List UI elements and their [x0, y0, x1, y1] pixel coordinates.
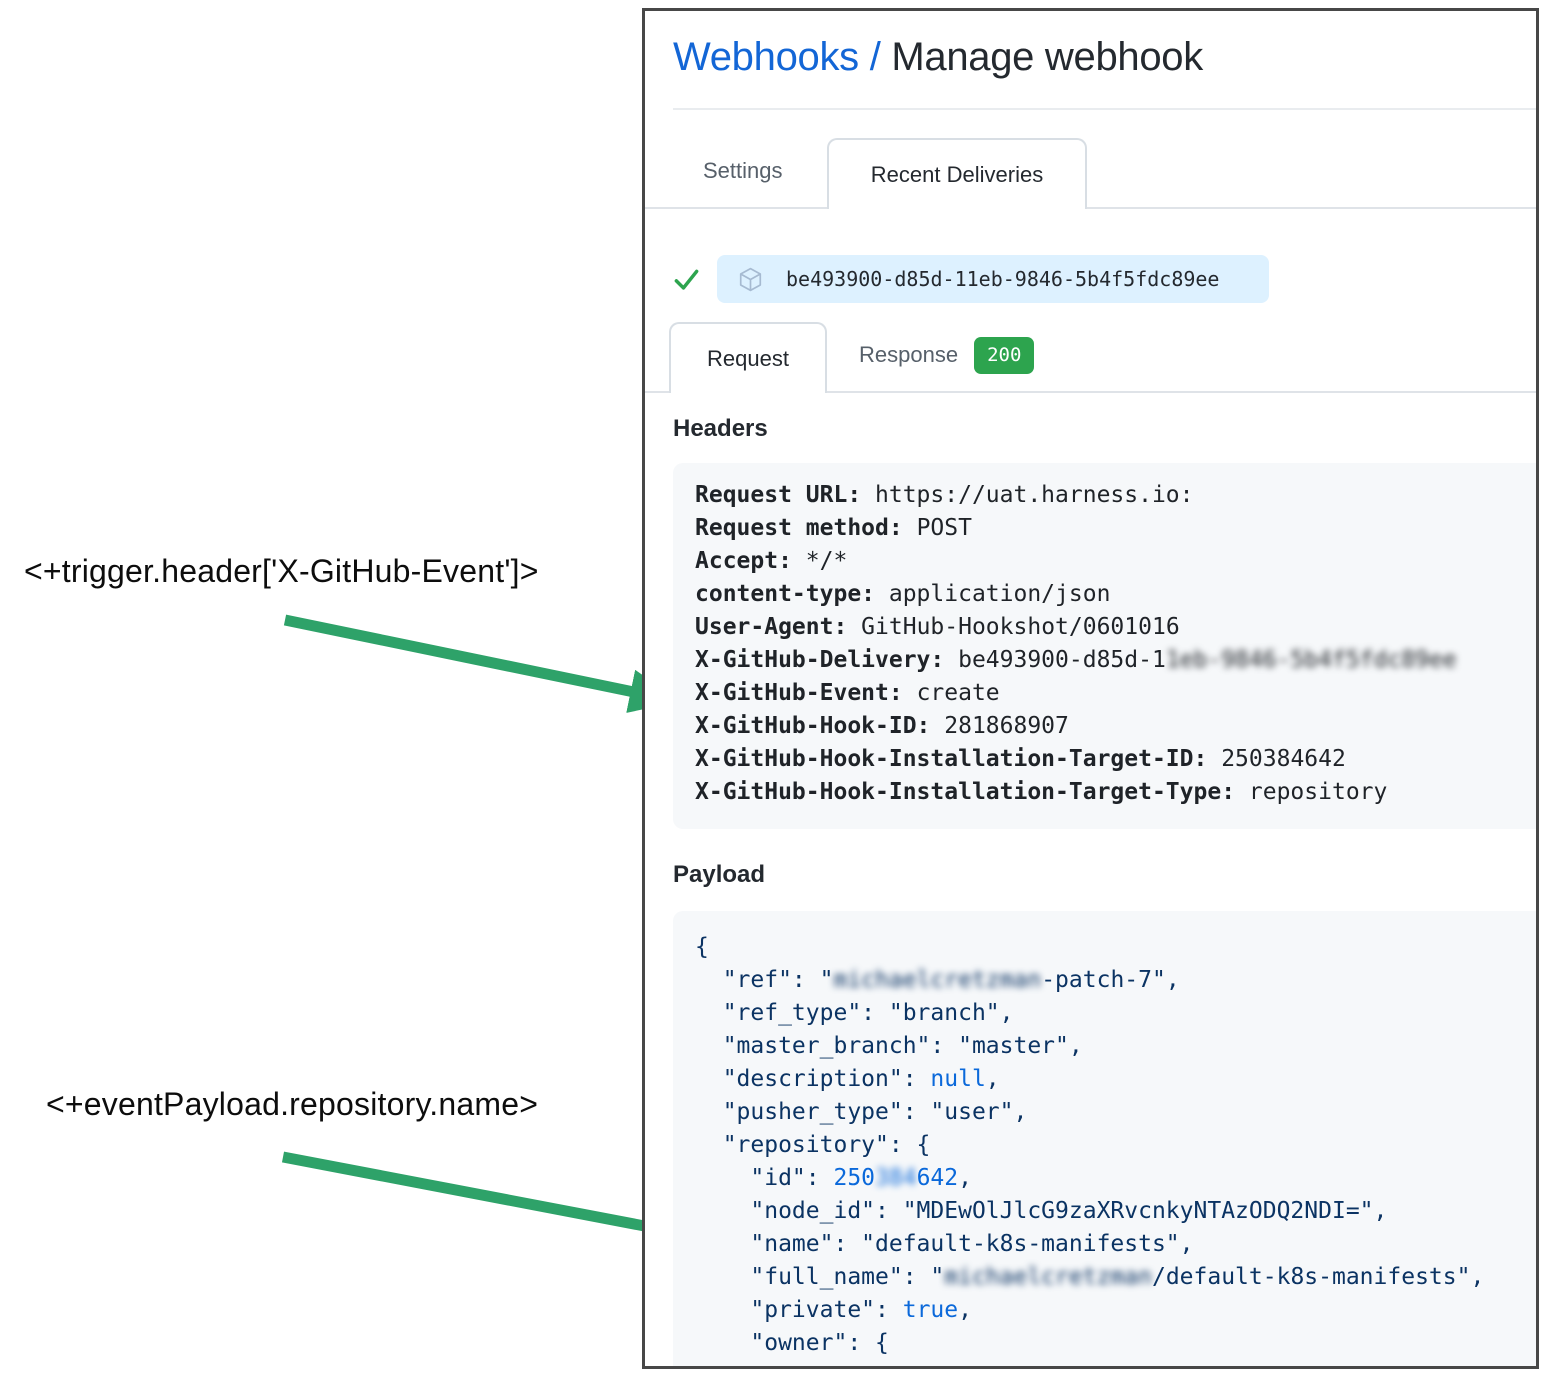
tab-request[interactable]: Request [669, 322, 827, 393]
header-line: X-GitHub-Event: create [695, 680, 1000, 706]
delivery-row: be493900-d85d-11eb-9846-5b4f5fdc89ee [673, 255, 1269, 303]
delivery-pill[interactable]: be493900-d85d-11eb-9846-5b4f5fdc89ee [717, 255, 1269, 303]
check-icon [674, 269, 699, 290]
page-title-current: Manage webhook [891, 35, 1203, 79]
payload-line: "owner": { [695, 1330, 889, 1356]
payload-heading: Payload [673, 861, 766, 888]
delivery-id: be493900-d85d-11eb-9846-5b4f5fdc89ee [786, 267, 1220, 291]
header-line: content-type: application/json [695, 581, 1111, 607]
package-icon [739, 267, 762, 291]
deliveries-tabnav: Settings Recent Deliveries [645, 135, 1536, 209]
payload-line: "name": "default-k8s-manifests", [695, 1231, 1194, 1257]
tab-response[interactable]: Response 200 [859, 319, 1035, 391]
header-line: X-GitHub-Hook-ID: 281868907 [695, 713, 1069, 739]
payload-line: "pusher_type": "user", [695, 1099, 1028, 1125]
payload-line: "full_name": "michaelcretzman/default-k8… [695, 1264, 1485, 1290]
page-title: Webhooks / Manage webhook [673, 35, 1203, 80]
header-line: Accept: */* [695, 548, 848, 574]
payload-line: "ref": "michaelcretzman-patch-7", [695, 967, 1180, 993]
payload-line: { [695, 934, 709, 960]
annotation-event-payload-expression: <+eventPayload.repository.name> [46, 1086, 539, 1122]
tab-settings[interactable]: Settings [703, 158, 783, 183]
annotation-trigger-header-expression: <+trigger.header['X-GitHub-Event']> [24, 553, 539, 589]
headers-heading: Headers [673, 415, 768, 442]
header-line: Request URL: https://uat.harness.io: [695, 482, 1194, 508]
header-line: X-GitHub-Delivery: be493900-d85d-11eb-98… [695, 647, 1457, 673]
payload-line: "description": null, [695, 1066, 1000, 1092]
tab-recent-deliveries[interactable]: Recent Deliveries [827, 138, 1087, 209]
payload-line: "ref_type": "branch", [695, 1000, 1014, 1026]
header-line: User-Agent: GitHub-Hookshot/0601016 [695, 614, 1180, 640]
headers-code-block: Request URL: https://uat.harness.io: Requ… [673, 463, 1536, 829]
response-status-badge: 200 [974, 336, 1035, 374]
title-divider [673, 108, 1536, 110]
response-label: Response [859, 342, 959, 367]
webhooks-breadcrumb-link[interactable]: Webhooks / [673, 35, 881, 79]
payload-line: "id": 250384642, [695, 1165, 972, 1191]
payload-line: "private": true, [695, 1297, 972, 1323]
header-line: X-GitHub-Hook-Installation-Target-Type: … [695, 779, 1388, 805]
request-response-tabnav: Request Response 200 [645, 319, 1536, 393]
payload-line: "node_id": "MDEwOlJlcG9zaXRvcnkyNTAzODQ2… [695, 1198, 1388, 1224]
manage-webhook-panel: Webhooks / Manage webhook Settings Recen… [642, 8, 1539, 1369]
header-line: X-GitHub-Hook-Installation-Target-ID: 25… [695, 746, 1346, 772]
payload-line: "master_branch": "master", [695, 1033, 1083, 1059]
header-line: Request method: POST [695, 515, 972, 541]
payload-code-block: { "ref": "michaelcretzman-patch-7", "ref… [673, 911, 1536, 1366]
payload-line: "repository": { [695, 1132, 931, 1158]
